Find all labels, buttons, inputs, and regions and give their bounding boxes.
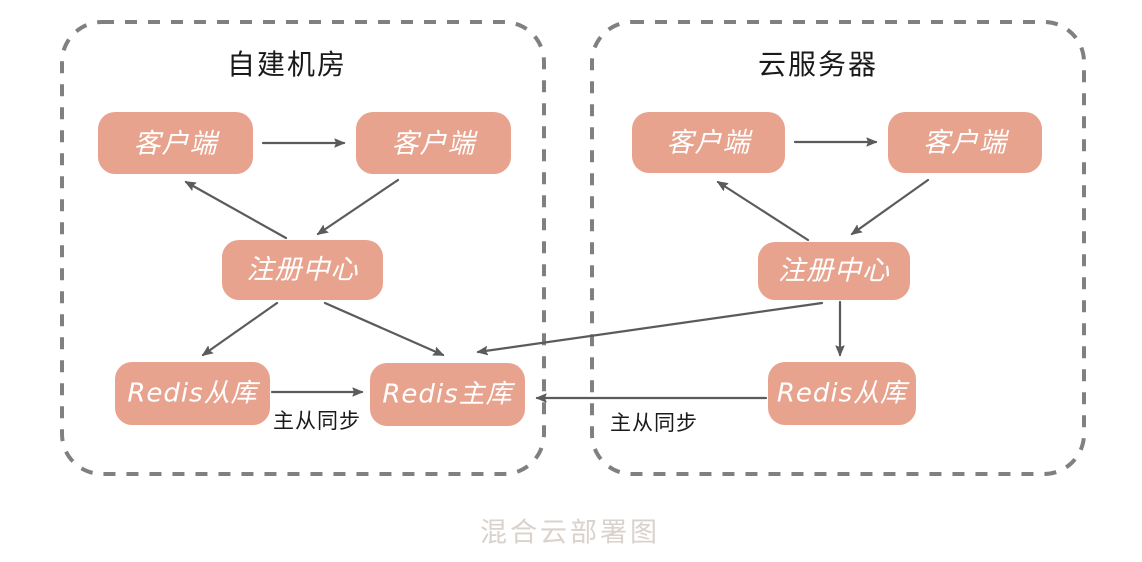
node-rp-client-right-label: 客户端 [923, 128, 1010, 159]
edge-lp-registry-to-client-left [186, 180, 288, 240]
diagram-caption: 混合云部署图 [480, 518, 660, 549]
node-rp-registry-label: 注册中心 [778, 256, 890, 287]
node-box [98, 112, 253, 174]
node-rp-registry[interactable]: 注册中心 [758, 242, 910, 300]
node-lp-client-left[interactable]: 客户端 [98, 112, 253, 174]
edge-label-sync-left: 主从同步 [273, 409, 361, 433]
node-box [768, 362, 916, 425]
node-lp-redis-master[interactable]: Redis主库 [370, 363, 525, 426]
node-rp-client-left-label: 客户端 [667, 128, 754, 159]
node-lp-client-right-label: 客户端 [392, 129, 479, 160]
node-rp-redis-slave-label: Redis从库 [777, 379, 910, 409]
node-lp-redis-slave[interactable]: Redis从库 [115, 362, 270, 425]
edge-lp-registry-to-redis-slave [203, 301, 279, 357]
node-rp-client-right[interactable]: 客户端 [888, 112, 1042, 173]
edge-lp-registry-to-redis-master [323, 301, 443, 357]
node-box [370, 363, 525, 426]
panel-frame-on-premise [60, 20, 546, 476]
edge-rp-registry-to-client-left [718, 180, 810, 242]
node-lp-client-right[interactable]: 客户端 [356, 112, 511, 174]
node-rp-redis-slave[interactable]: Redis从库 [768, 362, 916, 425]
edge-rp-client-right-to-registry [852, 178, 930, 236]
node-box [356, 112, 511, 174]
cross-edge-rp-registry-to-lp-redis-master [478, 301, 824, 352]
node-rp-client-left[interactable]: 客户端 [632, 112, 785, 173]
node-box [888, 112, 1042, 173]
node-box [115, 362, 270, 425]
panel-title-cloud: 云服务器 [758, 48, 878, 81]
node-lp-redis-slave-label: Redis从库 [127, 379, 260, 409]
node-lp-redis-master-label: Redis主库 [382, 380, 515, 410]
node-lp-client-left-label: 客户端 [134, 129, 221, 160]
panel-title-on-premise: 自建机房 [227, 48, 347, 81]
node-box [758, 242, 910, 300]
edge-lp-client-right-to-registry [318, 178, 400, 236]
edge-label-sync-right: 主从同步 [610, 411, 698, 435]
node-lp-registry[interactable]: 注册中心 [222, 240, 383, 300]
node-box [222, 240, 383, 300]
panel-frame-cloud [590, 20, 1086, 476]
node-lp-registry-label: 注册中心 [247, 255, 359, 286]
node-box [632, 112, 785, 173]
